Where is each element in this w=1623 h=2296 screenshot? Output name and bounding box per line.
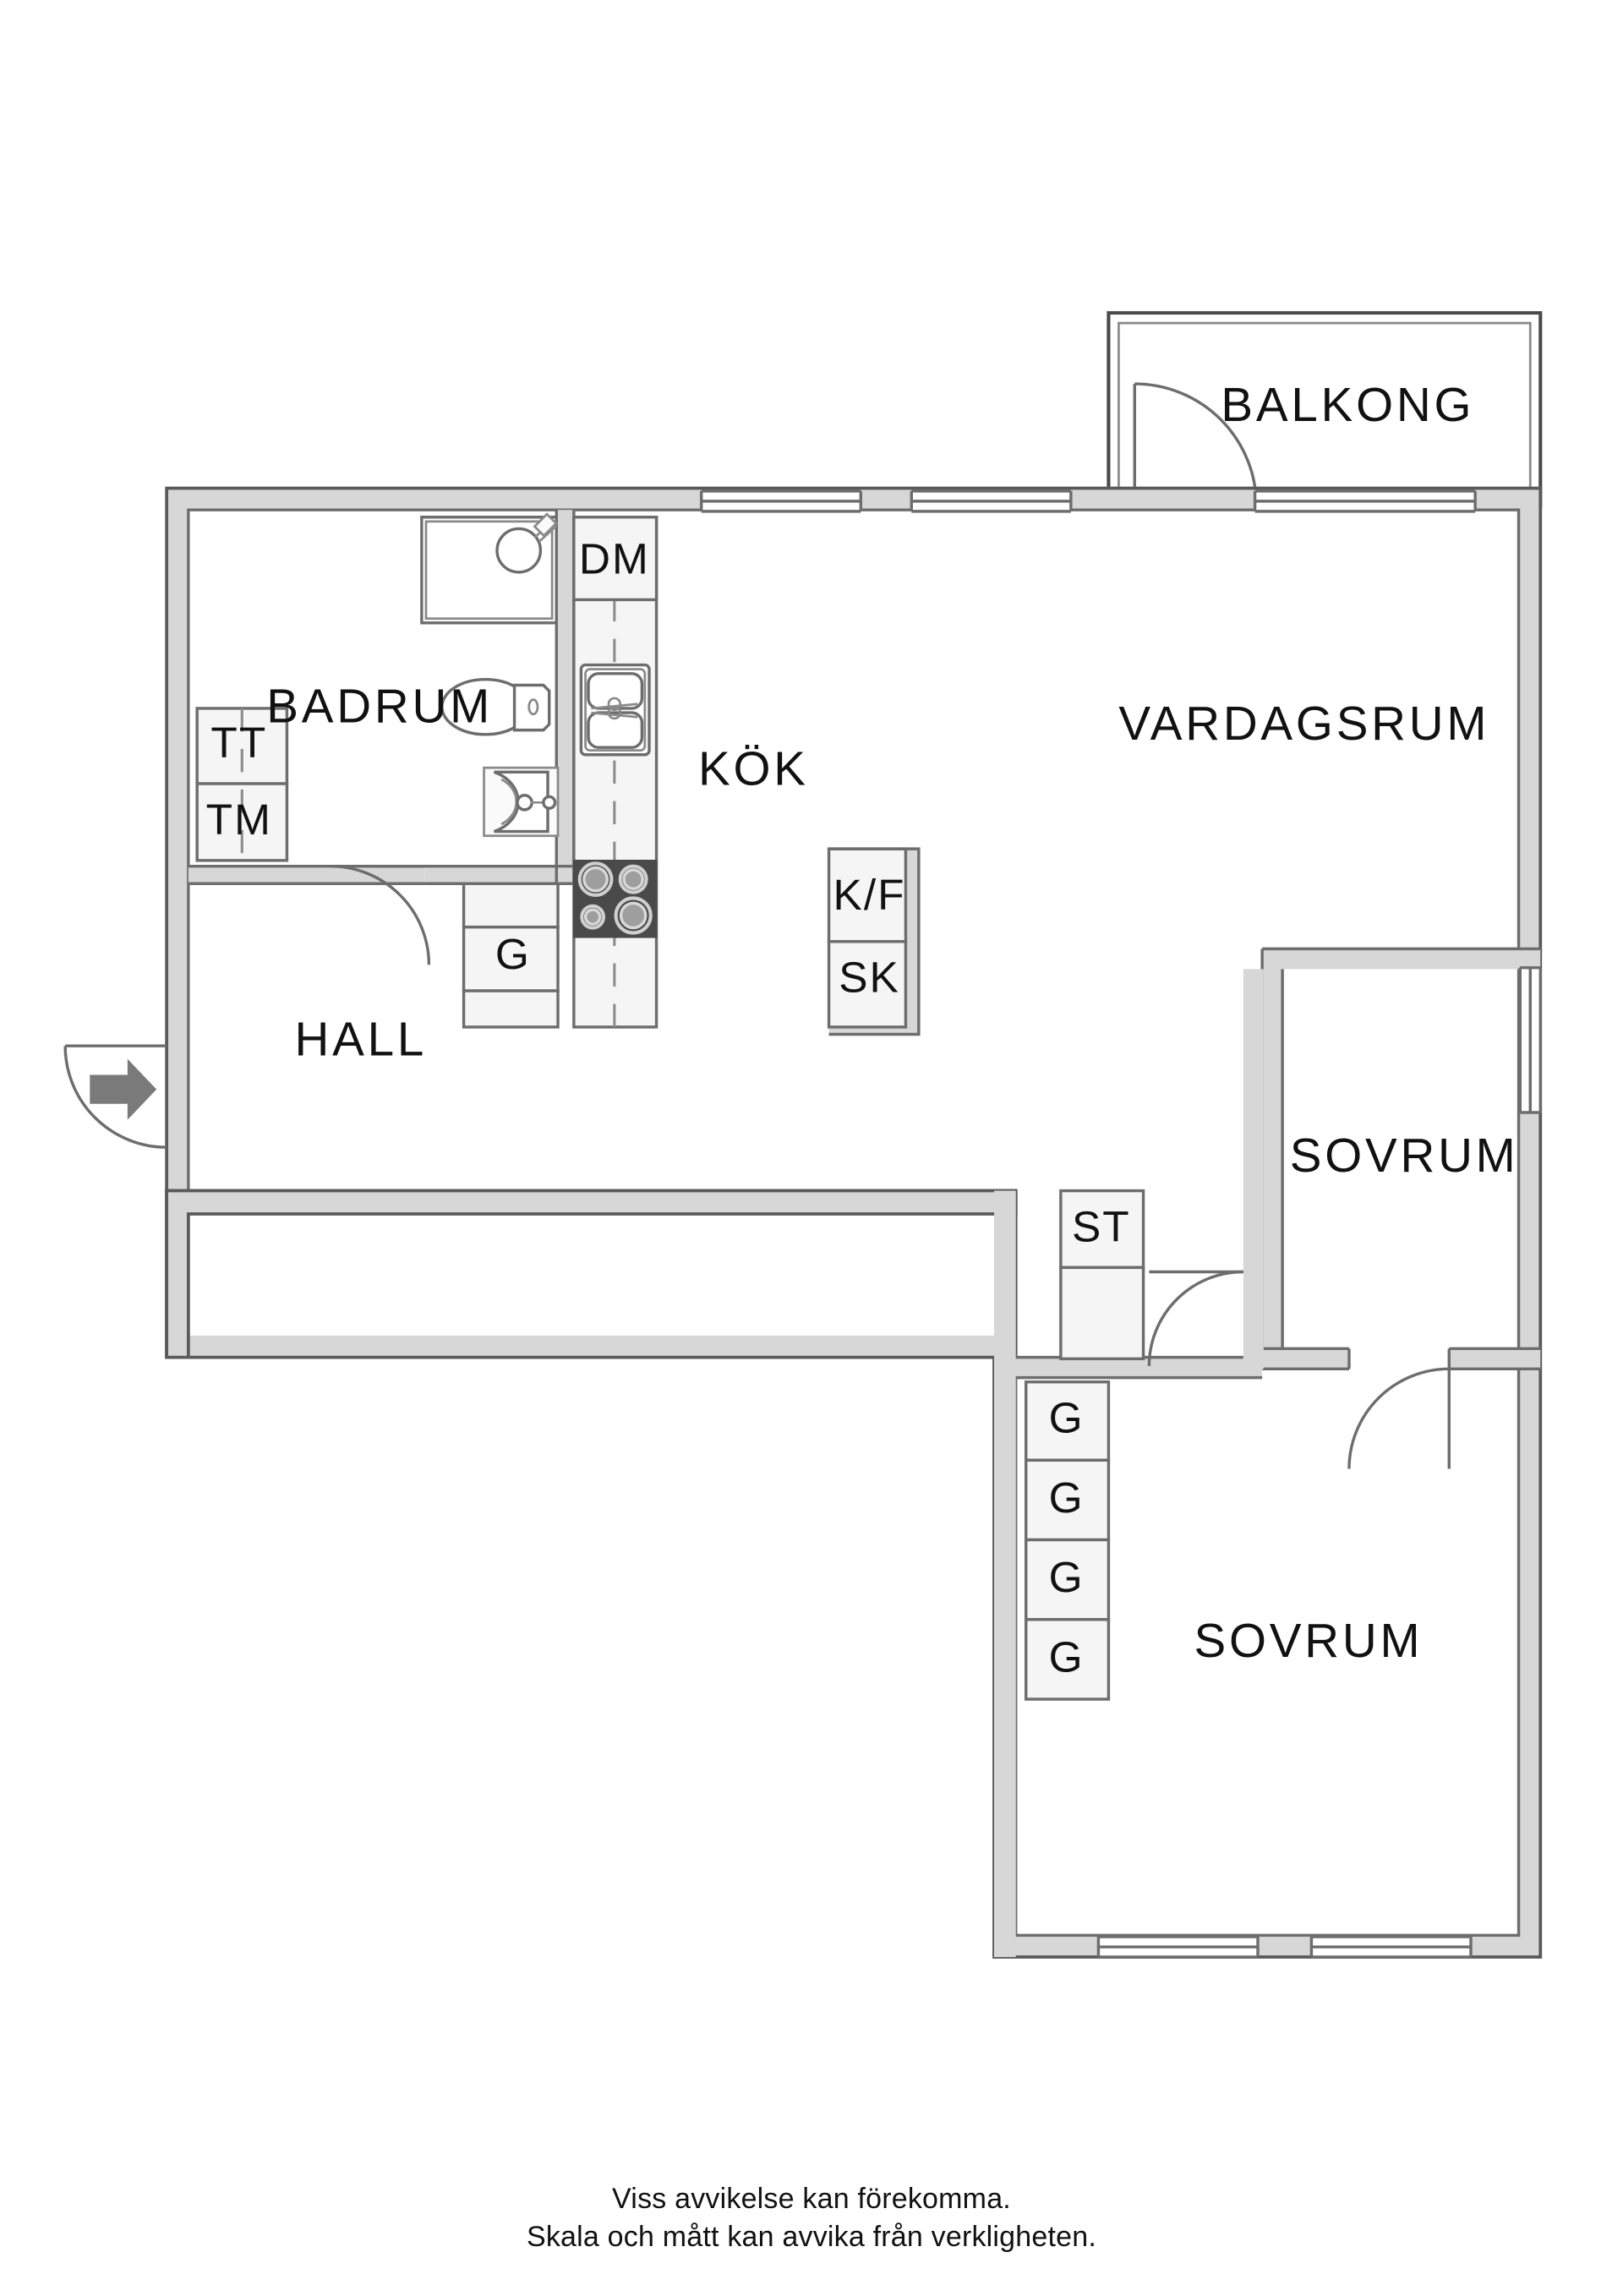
windows-group bbox=[700, 489, 1542, 1959]
g1-unit bbox=[1024, 1380, 1111, 1462]
burner-front-right-inner bbox=[619, 901, 648, 930]
label-balkong: BALKONG bbox=[1221, 378, 1474, 431]
shower-cubicle-inner bbox=[424, 520, 554, 620]
burner-rear-right-inner bbox=[622, 868, 644, 890]
hall-bottom-wall-cut bbox=[188, 1190, 994, 1336]
st-lower-cell bbox=[1059, 1266, 1145, 1361]
burner-front-right bbox=[614, 896, 653, 935]
sovrum-upper-left-wall bbox=[1262, 948, 1283, 1369]
shower-head-icon bbox=[533, 512, 558, 538]
sk-unit bbox=[827, 940, 908, 1029]
g-hall-bottom-shelf bbox=[462, 989, 560, 1029]
label-hall: HALL bbox=[295, 1013, 428, 1066]
label-sovrum-upper: SOVRUM bbox=[1290, 1129, 1519, 1182]
toilet-fixture bbox=[440, 677, 551, 736]
sovrum-upper-door-swing-arc bbox=[1347, 1367, 1450, 1469]
caption-line-1: Viss avvikelse kan förekomma. bbox=[612, 2183, 1011, 2215]
caption-line-2: Skala och mått kan avvika från verklighe… bbox=[526, 2221, 1097, 2253]
bathroom-group bbox=[188, 510, 576, 965]
label-st: ST bbox=[1072, 1201, 1131, 1250]
bathroom-right-wall bbox=[556, 510, 574, 866]
lower-bedroom-storage-group bbox=[1024, 1189, 1145, 1701]
label-sk: SK bbox=[839, 953, 900, 1002]
room-labels-group: BALKONG BADRUM KÖK VARDAGSRUM HALL SOVRU… bbox=[266, 378, 1519, 1667]
shower-cubicle bbox=[420, 516, 558, 625]
sovrum-upper-bottom-wall-lines bbox=[1262, 1347, 1541, 1371]
label-g2: G bbox=[1049, 1473, 1085, 1522]
bathroom-bottom-wall-left bbox=[188, 866, 425, 884]
label-kok: KÖK bbox=[698, 741, 809, 795]
bathroom-bottom-wall-right bbox=[424, 866, 574, 884]
washbasin-fixture bbox=[483, 766, 560, 838]
label-dm: DM bbox=[579, 533, 650, 582]
window-east-1-lines bbox=[1518, 965, 1542, 1114]
label-g4: G bbox=[1049, 1632, 1085, 1681]
sovrum-lower-top-wall bbox=[994, 1357, 1263, 1378]
window-south-2-lines bbox=[1309, 1935, 1473, 1959]
entrance-direction-arrow bbox=[90, 1058, 157, 1120]
window-south-1-lines bbox=[1096, 1935, 1260, 1959]
bedroom-partition-wall bbox=[1243, 969, 1264, 1369]
burner-rear-left-inner bbox=[582, 866, 609, 893]
sovrum-upper-bottom-wall-left bbox=[1262, 1348, 1349, 1369]
g4-unit bbox=[1024, 1618, 1111, 1701]
label-tm: TM bbox=[206, 795, 272, 844]
g3-unit bbox=[1024, 1538, 1111, 1621]
unit-labels-group: TT TM DM G K/F SK ST G G G G bbox=[206, 533, 1131, 1681]
sovrum-upper-top-wall bbox=[1262, 948, 1541, 970]
sovrum-lower-left-wall bbox=[994, 1190, 1016, 1958]
sovrum-upper-bottom-wall-right bbox=[1449, 1348, 1541, 1369]
kitchen-group bbox=[462, 516, 921, 1036]
kf-sk-outline bbox=[828, 847, 921, 1036]
dm-unit bbox=[572, 516, 658, 602]
label-badrum: BADRUM bbox=[266, 680, 493, 733]
burner-rear-right bbox=[618, 864, 648, 894]
label-g3: G bbox=[1049, 1552, 1085, 1601]
shower-basin-circle bbox=[495, 527, 543, 574]
balcony-door-swing-arc bbox=[1134, 382, 1258, 506]
kitchen-sink-fixture bbox=[579, 663, 651, 757]
label-g1: G bbox=[1049, 1393, 1085, 1442]
entrance-group bbox=[63, 1044, 167, 1149]
g-hall-top-shelf bbox=[462, 882, 560, 929]
window-top-3-lines bbox=[1253, 489, 1477, 513]
interior-walls-group bbox=[994, 947, 1541, 1958]
label-vardagsrum: VARDAGSRUM bbox=[1118, 697, 1489, 750]
label-tt: TT bbox=[210, 718, 267, 767]
window-top-1-lines bbox=[700, 489, 862, 513]
burner-rear-left bbox=[577, 861, 614, 898]
bathroom-door-swing-arc bbox=[330, 864, 431, 965]
label-kf: K/F bbox=[833, 870, 905, 919]
entrance-door-swing-arc bbox=[63, 1046, 167, 1149]
label-sovrum-lower: SOVRUM bbox=[1194, 1614, 1424, 1667]
st-unit bbox=[1059, 1189, 1145, 1270]
burner-front-left-inner bbox=[583, 908, 602, 926]
label-g-hall: G bbox=[495, 929, 531, 978]
burner-front-left bbox=[580, 904, 606, 930]
sovrum-lower-door-swing-arc bbox=[1147, 1270, 1243, 1366]
window-top-2-lines bbox=[910, 489, 1073, 513]
